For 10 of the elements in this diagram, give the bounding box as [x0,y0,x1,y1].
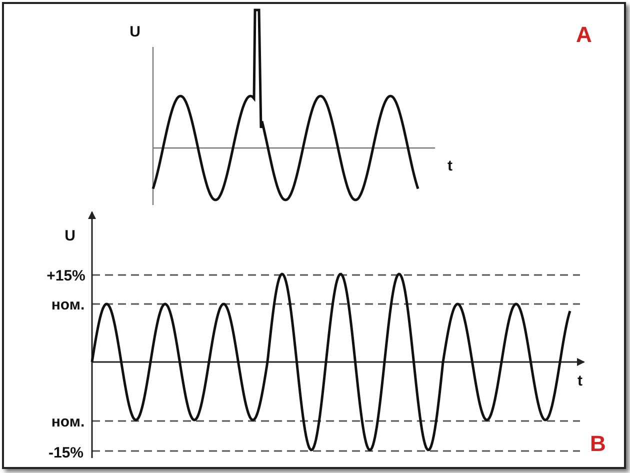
level-label: -15% [48,446,84,460]
panel-letter: B [590,433,606,455]
axis-label: U [130,24,140,40]
axis-label: t [578,374,582,388]
level-label: ном. [51,298,85,312]
panel-letter: A [576,24,592,46]
axis-label: U [64,228,76,244]
level-label: ном. [51,414,85,430]
axis-label: t [448,158,452,174]
level-label: +15% [46,268,86,284]
